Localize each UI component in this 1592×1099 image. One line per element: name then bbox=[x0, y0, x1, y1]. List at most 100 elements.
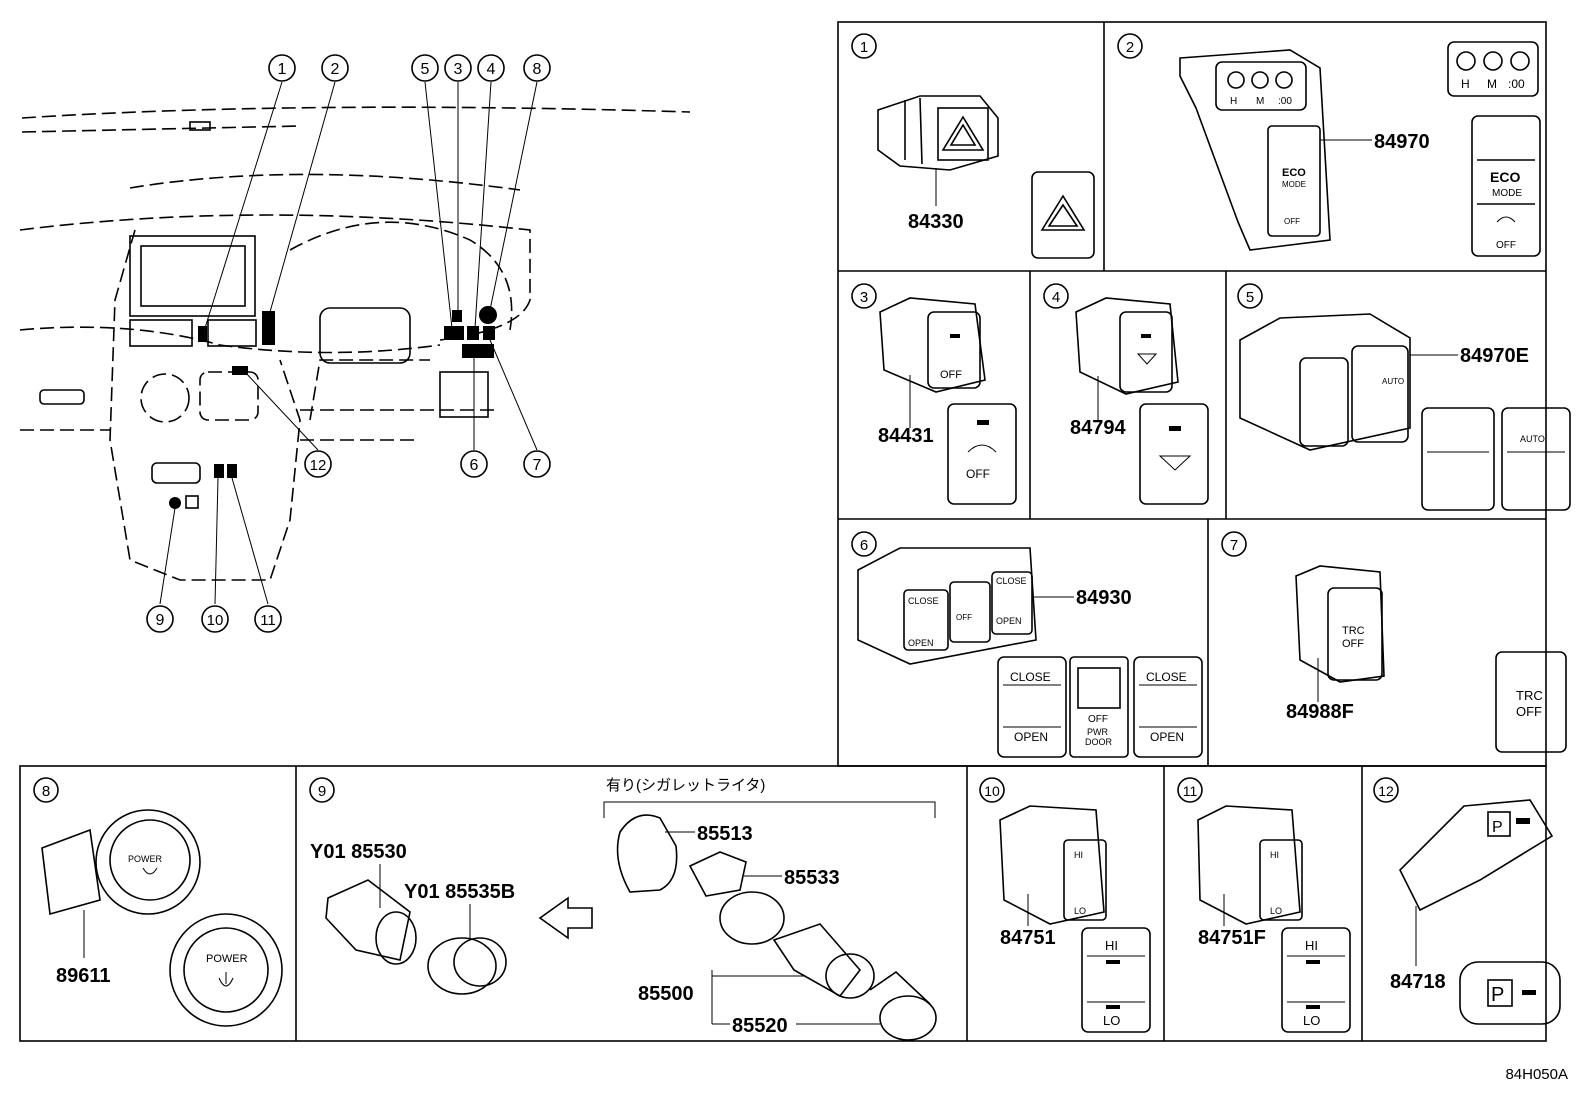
callout-11: 11 bbox=[260, 612, 276, 629]
svg-text:OFF: OFF bbox=[1088, 714, 1108, 725]
panel-6-power-door-switch: 6 CLOSE OPEN OFF CLOSE OPEN 84930 CLOSE … bbox=[851, 531, 1203, 758]
svg-text:OPEN: OPEN bbox=[996, 616, 1022, 626]
part-number-84751: 84751 bbox=[1000, 927, 1056, 949]
svg-text:LO: LO bbox=[1270, 906, 1282, 916]
svg-text:HI: HI bbox=[1074, 850, 1083, 860]
panel-11-seat-heater-switch-right: 11 HI LO 84751F HI LO bbox=[1177, 777, 1351, 1033]
panel-8-power-switch: 8 POWER 89611 POWER bbox=[33, 777, 283, 1027]
svg-text:OPEN: OPEN bbox=[1150, 730, 1184, 744]
svg-text:CLOSE: CLOSE bbox=[1146, 670, 1187, 684]
svg-text:OFF: OFF bbox=[1284, 217, 1300, 226]
part-number-85520: 85520 bbox=[732, 1015, 788, 1037]
panel-10-seat-heater-switch-left: 10 HI LO 84751 HI LO bbox=[979, 777, 1151, 1033]
svg-text:DOOR: DOOR bbox=[1085, 737, 1113, 747]
panel-2-clock-eco-switch: 2 H M :00 ECO MODE OFF 84970 H M :00 ECO… bbox=[1117, 33, 1541, 257]
callout-2: 2 bbox=[331, 61, 340, 78]
svg-text:H: H bbox=[1230, 96, 1237, 107]
svg-text:7: 7 bbox=[1230, 537, 1238, 554]
callout-5: 5 bbox=[421, 61, 430, 78]
svg-text:3: 3 bbox=[860, 289, 868, 306]
part-number-85533: 85533 bbox=[784, 867, 840, 889]
panel-9-power-outlet: 9 Y01 85530 Y01 85535B 有り(シガレットライタ) 8551… bbox=[309, 777, 937, 1041]
svg-text:HI: HI bbox=[1270, 850, 1279, 860]
svg-text:8: 8 bbox=[42, 783, 50, 800]
part-number-84718: 84718 bbox=[1390, 971, 1446, 993]
svg-text:M: M bbox=[1256, 96, 1264, 107]
panel-12-parking-switch: 12 P 84718 P bbox=[1373, 777, 1561, 1025]
svg-text:M: M bbox=[1487, 77, 1497, 91]
svg-text:2: 2 bbox=[1126, 39, 1134, 56]
svg-text:OFF: OFF bbox=[966, 467, 990, 481]
svg-text:OFF: OFF bbox=[1516, 704, 1542, 719]
svg-text:H: H bbox=[1461, 77, 1470, 91]
part-number-85513: 85513 bbox=[697, 823, 753, 845]
callout-9: 9 bbox=[156, 612, 165, 629]
callout-12: 12 bbox=[310, 457, 327, 474]
svg-text:P: P bbox=[1492, 819, 1503, 836]
svg-text:ECO: ECO bbox=[1490, 169, 1520, 185]
svg-text:LO: LO bbox=[1303, 1013, 1320, 1028]
svg-text:MODE: MODE bbox=[1282, 180, 1306, 189]
panel-7-trc-off-switch: 7 TRC OFF 84988F TRC OFF bbox=[1221, 531, 1567, 753]
callout-10: 10 bbox=[207, 612, 224, 629]
panel-1-hazard-switch: 1 84330 bbox=[851, 33, 1095, 259]
svg-text:AUTO: AUTO bbox=[1520, 434, 1545, 444]
callout-6: 6 bbox=[470, 457, 479, 474]
panel-4-defogger-switch: 4 84794 bbox=[1043, 283, 1209, 505]
svg-text:POWER: POWER bbox=[206, 953, 248, 965]
svg-text:LO: LO bbox=[1103, 1013, 1120, 1028]
svg-text:12: 12 bbox=[1378, 783, 1394, 799]
svg-text::00: :00 bbox=[1278, 96, 1292, 107]
svg-text:1: 1 bbox=[860, 39, 868, 56]
svg-text:6: 6 bbox=[860, 537, 868, 554]
svg-text:9: 9 bbox=[318, 783, 326, 800]
svg-text:P: P bbox=[1491, 984, 1504, 1006]
svg-text:HI: HI bbox=[1305, 938, 1318, 953]
svg-text:5: 5 bbox=[1246, 289, 1254, 306]
svg-text:MODE: MODE bbox=[1492, 188, 1522, 199]
callout-8: 8 bbox=[533, 61, 542, 78]
part-number-Y01-85530: Y01 85530 bbox=[310, 841, 407, 863]
part-number-84988F: 84988F bbox=[1286, 701, 1354, 723]
part-number-89611: 89611 bbox=[56, 965, 111, 987]
svg-text:OPEN: OPEN bbox=[908, 638, 934, 648]
svg-text:HI: HI bbox=[1105, 938, 1118, 953]
svg-text:LO: LO bbox=[1074, 906, 1086, 916]
svg-text:10: 10 bbox=[984, 783, 1000, 799]
svg-text:CLOSE: CLOSE bbox=[908, 596, 939, 606]
svg-text:OPEN: OPEN bbox=[1014, 730, 1048, 744]
part-number-84751F: 84751F bbox=[1198, 927, 1266, 949]
svg-text:CLOSE: CLOSE bbox=[996, 576, 1027, 586]
callout-7: 7 bbox=[533, 457, 542, 474]
svg-text:CLOSE: CLOSE bbox=[1010, 670, 1051, 684]
part-number-84431: 84431 bbox=[878, 425, 934, 447]
part-number-84330: 84330 bbox=[908, 211, 964, 233]
panel-5-headlight-switch: 5 AUTO 84970E AUTO bbox=[1237, 283, 1571, 511]
svg-text:ECO: ECO bbox=[1282, 167, 1306, 179]
part-number-84930: 84930 bbox=[1076, 587, 1132, 609]
part-number-84970: 84970 bbox=[1374, 131, 1430, 153]
cigarette-lighter-header: 有り(シガレットライタ) bbox=[606, 777, 765, 794]
svg-text:TRC: TRC bbox=[1516, 688, 1543, 703]
overview-callouts: 1 2 3 4 5 6 7 8 9 10 11 12 bbox=[146, 54, 551, 633]
callout-3: 3 bbox=[454, 61, 463, 78]
svg-text:11: 11 bbox=[1183, 783, 1198, 799]
part-number-84794: 84794 bbox=[1070, 417, 1126, 439]
callout-4: 4 bbox=[487, 61, 496, 78]
svg-text:AUTO: AUTO bbox=[1382, 377, 1404, 386]
figure-code: 84H050A bbox=[1505, 1066, 1568, 1083]
svg-text:PWR: PWR bbox=[1087, 727, 1108, 737]
svg-text:OFF: OFF bbox=[956, 613, 972, 622]
callout-1: 1 bbox=[278, 61, 287, 78]
svg-text:OFF: OFF bbox=[1342, 638, 1364, 650]
svg-text::00: :00 bbox=[1508, 77, 1525, 91]
svg-text:POWER: POWER bbox=[128, 854, 163, 864]
svg-text:OFF: OFF bbox=[1496, 240, 1516, 251]
part-number-84970E: 84970E bbox=[1460, 345, 1529, 367]
svg-text:OFF: OFF bbox=[940, 369, 962, 381]
dashboard-overview: 1 2 3 4 5 6 7 8 9 10 11 12 bbox=[19, 54, 691, 633]
svg-text:TRC: TRC bbox=[1342, 625, 1365, 637]
svg-text:4: 4 bbox=[1052, 289, 1060, 306]
part-number-Y01-85535B: Y01 85535B bbox=[404, 881, 515, 903]
